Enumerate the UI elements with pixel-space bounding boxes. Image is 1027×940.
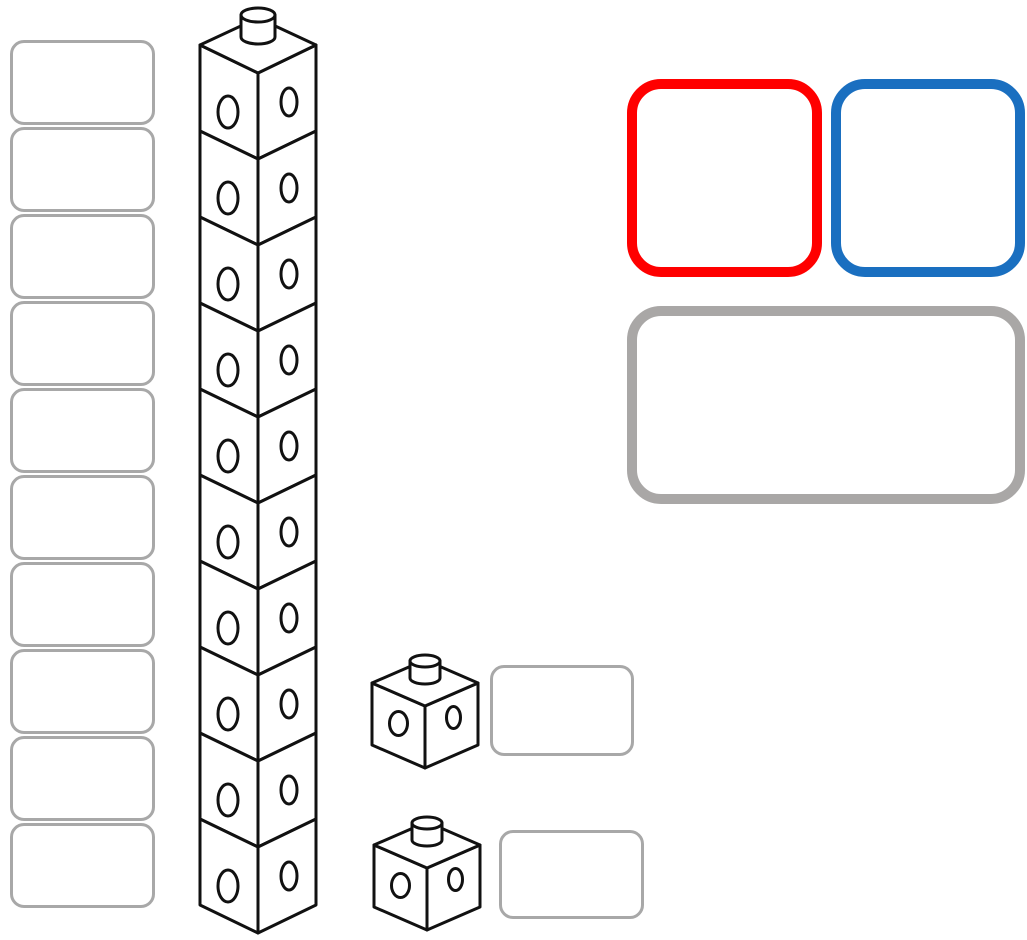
cube-hole (281, 174, 297, 202)
cube-left-face (200, 647, 258, 761)
cube-hole (281, 432, 297, 460)
cube-hole (218, 182, 238, 214)
cube-left-face (200, 389, 258, 503)
cube-hole (392, 874, 410, 898)
cube-right-face (258, 647, 316, 761)
tower-count-box[interactable] (10, 301, 155, 386)
tower-count-box[interactable] (10, 214, 155, 299)
cube-left-face (200, 561, 258, 675)
tower-cube (200, 217, 316, 331)
single-cube-count-box[interactable] (499, 830, 644, 919)
cube-top-face (374, 822, 480, 868)
cube-left-face (372, 683, 425, 768)
cube-right-face (258, 303, 316, 417)
ones-answer-box[interactable] (831, 79, 1025, 277)
tower-count-box[interactable] (10, 388, 155, 473)
cube-left-face (200, 45, 258, 159)
cube-hole (281, 260, 297, 288)
number-answer-box[interactable] (627, 306, 1025, 504)
tower-count-box[interactable] (10, 127, 155, 212)
cube-right-face (258, 819, 316, 933)
cube-right-face (258, 561, 316, 675)
tower-count-box[interactable] (10, 40, 155, 125)
tower-cube (200, 475, 316, 589)
tower-cube (200, 647, 316, 761)
cube-left-face (374, 845, 427, 930)
single-cube-2 (374, 817, 480, 930)
cube-peg-top (412, 817, 442, 829)
tower-cube (200, 131, 316, 245)
cube-right-face (258, 733, 316, 847)
cube-hole (281, 604, 297, 632)
cube-left-face (200, 303, 258, 417)
cube-left-face (200, 475, 258, 589)
cube-hole (218, 870, 238, 902)
tower-count-box[interactable] (10, 562, 155, 647)
cube-right-face (427, 845, 480, 930)
cube-right-face (258, 217, 316, 331)
tens-answer-box[interactable] (627, 79, 822, 277)
cube-left-face (200, 217, 258, 331)
cube-hole (218, 96, 238, 128)
tower-count-box[interactable] (10, 649, 155, 734)
cube-hole (281, 88, 297, 116)
cube-hole (390, 712, 408, 736)
cube-peg (410, 661, 440, 684)
cube-left-face (200, 131, 258, 245)
cube-left-face (200, 733, 258, 847)
cube-hole (218, 612, 238, 644)
cube-hole (218, 698, 238, 730)
single-cube (374, 817, 480, 930)
cube-hole (449, 869, 463, 891)
tower-cube (200, 819, 316, 933)
cube-hole (281, 776, 297, 804)
cube-peg-top (241, 8, 275, 22)
tower-cube (200, 733, 316, 847)
tower-count-box[interactable] (10, 475, 155, 560)
cube-hole (218, 784, 238, 816)
cube-peg (241, 15, 275, 44)
cube-top-face (372, 660, 478, 706)
cube-right-face (258, 389, 316, 503)
ten-cube-tower (200, 8, 316, 933)
cube-hole (218, 354, 238, 386)
cube-hole (281, 518, 297, 546)
cube-hole (281, 690, 297, 718)
cube-hole (447, 707, 461, 729)
tower-count-box[interactable] (10, 823, 155, 908)
cube-left-face (200, 819, 258, 933)
cube-right-face (258, 131, 316, 245)
cube-peg (412, 823, 442, 846)
cube-hole (218, 526, 238, 558)
tower-cube (200, 8, 316, 159)
tower-cube (200, 303, 316, 417)
cube-right-face (425, 683, 478, 768)
single-cube (372, 655, 478, 768)
cube-hole (281, 346, 297, 374)
single-cube-count-box[interactable] (490, 665, 634, 756)
tower-count-box[interactable] (10, 736, 155, 821)
cube-right-face (258, 45, 316, 159)
cube-hole (218, 268, 238, 300)
cube-hole (281, 862, 297, 890)
tower-cube (200, 561, 316, 675)
cube-hole (218, 440, 238, 472)
cube-peg-top (410, 655, 440, 667)
cube-right-face (258, 475, 316, 589)
cube-top-face (200, 18, 316, 73)
single-cube-1 (372, 655, 478, 768)
tower-cube (200, 389, 316, 503)
